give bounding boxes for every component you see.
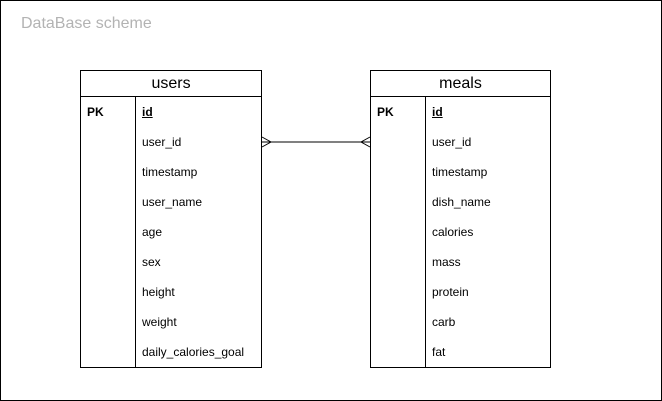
key-column: PK <box>371 97 426 367</box>
attribute-row: dish_name <box>432 195 491 209</box>
attribute-row: id <box>432 105 443 119</box>
attribute-row: protein <box>432 285 469 299</box>
attribute-row: daily_calories_goal <box>142 345 245 359</box>
key-column: PK <box>81 97 136 367</box>
attribute-row: fat <box>432 345 446 359</box>
crows-foot-many-users-end <box>261 136 273 148</box>
entity-meals[interactable]: meals PK id user_id timestamp dish_name … <box>370 70 551 368</box>
attribute-row: timestamp <box>432 165 488 179</box>
attribute-row: carb <box>432 315 456 329</box>
entity-body: PK id user_id timestamp user_name age se… <box>81 97 261 367</box>
attribute-row: user_id <box>432 135 472 149</box>
attribute-row: timestamp <box>142 165 198 179</box>
attribute-list: id user_id timestamp dish_name calories … <box>426 97 550 367</box>
entity-body: PK id user_id timestamp dish_name calori… <box>371 97 550 367</box>
primary-key-label: PK <box>87 105 104 119</box>
attribute-row: age <box>142 225 163 239</box>
attribute-row: id <box>142 105 153 119</box>
crows-foot-many-meals-end <box>359 136 371 148</box>
attribute-row: mass <box>432 255 461 269</box>
attribute-list: id user_id timestamp user_name age sex h… <box>136 97 261 367</box>
attribute-row: user_id <box>142 135 182 149</box>
attribute-row: height <box>142 285 175 299</box>
attribute-row: user_name <box>142 195 203 209</box>
diagram-caption: DataBase scheme <box>21 15 152 32</box>
entity-users[interactable]: users PK id user_id timestamp user_name … <box>80 70 262 368</box>
entity-title: users <box>81 71 261 97</box>
attribute-row: weight <box>142 315 177 329</box>
entity-title: meals <box>371 71 550 97</box>
attribute-row: sex <box>142 255 161 269</box>
attribute-row: calories <box>432 225 474 239</box>
primary-key-label: PK <box>377 105 394 119</box>
